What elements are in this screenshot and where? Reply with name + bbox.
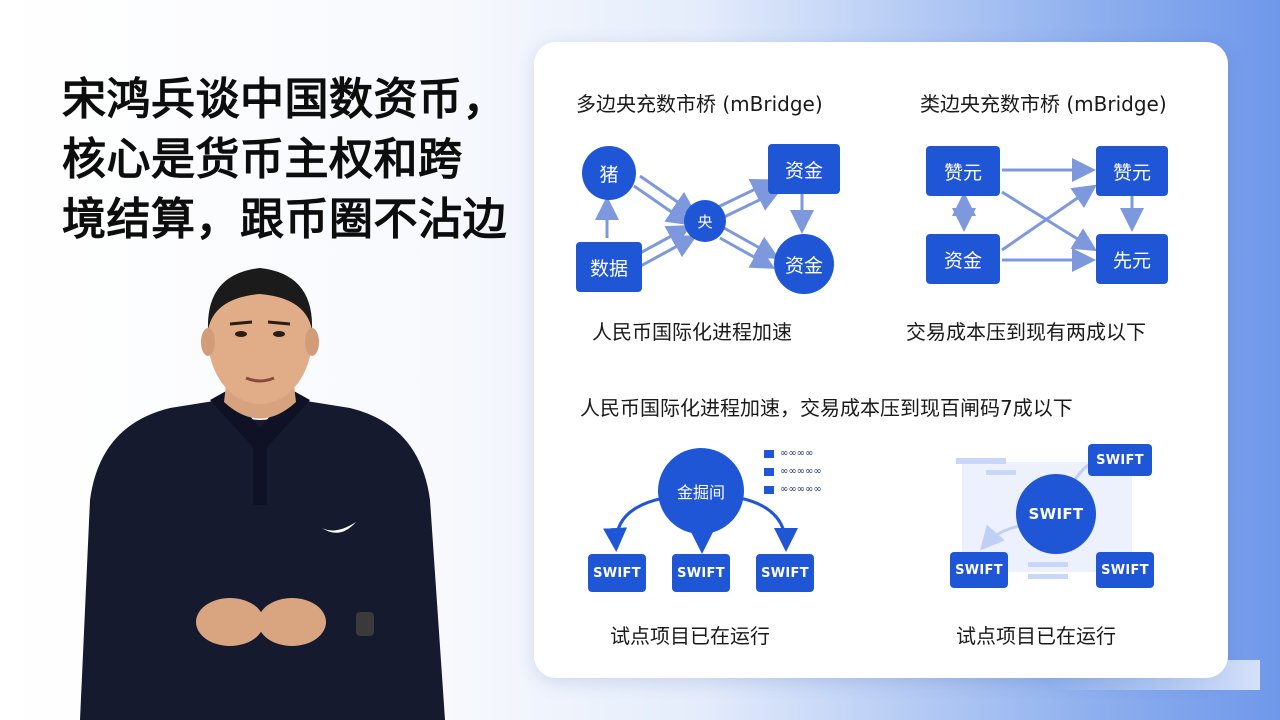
infographic-card: 多边央充数市桥 (mBridge) 类边央充数市桥 (mBridge) 猪 央 … (534, 42, 1228, 678)
left-diagram-title: 多边央充数市桥 (mBridge) (576, 92, 823, 116)
node-top-left: 猪 (582, 146, 636, 200)
swift-node-3: SWIFT (756, 554, 814, 592)
swift-center-node: SWIFT (1016, 474, 1096, 554)
headline: 宋鸿兵谈中国数资币， 核心是货币主权和跨 境结算，跟币圈不沾边 (62, 70, 552, 250)
swift-node-2: SWIFT (672, 554, 730, 592)
node-center-hub: 央 (684, 200, 726, 242)
node-r-top-left: 赞元 (926, 146, 1000, 196)
legend-item-2: ∞∞∞∞∞ (764, 466, 822, 477)
swoosh-icon (322, 522, 356, 533)
caption-left: 人民币国际化进程加速 (592, 320, 792, 344)
swift-node-top: SWIFT (1088, 444, 1152, 476)
node-r-bottom-left: 资金 (926, 234, 1000, 284)
swift-node-bottom-left: SWIFT (950, 552, 1008, 588)
caption-bottom-right: 试点项目已在运行 (956, 624, 1116, 648)
node-funds-top: 资金 (768, 144, 840, 194)
node-data: 数据 (576, 242, 642, 292)
swift-node-bottom-right: SWIFT (1096, 552, 1154, 588)
headline-line-2: 核心是货币主权和跨 (62, 134, 463, 185)
headline-line-1: 宋鸿兵谈中国数资币， (62, 74, 507, 125)
presenter-shirt (80, 400, 445, 720)
node-r-bottom-right: 先元 (1096, 234, 1168, 284)
legend-item-3: ∞∞∞∞∞ (764, 484, 822, 495)
presenter-photo (80, 268, 445, 720)
swift-node-1: SWIFT (588, 554, 646, 592)
caption-right: 交易成本压到现有两成以下 (906, 320, 1146, 344)
node-r-top-right: 赞元 (1096, 146, 1168, 196)
headline-line-3: 境结算，跟币圈不沾边 (62, 194, 507, 245)
node-gold-exchange: 金掘间 (658, 448, 744, 534)
node-funds-bottom: 资金 (774, 234, 834, 294)
legend-item-1: ∞∞∞∞ (764, 448, 813, 459)
right-diagram-title: 类边央充数市桥 (mBridge) (920, 92, 1167, 116)
caption-bottom-left: 试点项目已在运行 (610, 624, 770, 648)
watermark (1050, 660, 1260, 690)
middle-caption: 人民币国际化进程加速，交易成本压到现百闸码7成以下 (580, 396, 1073, 420)
